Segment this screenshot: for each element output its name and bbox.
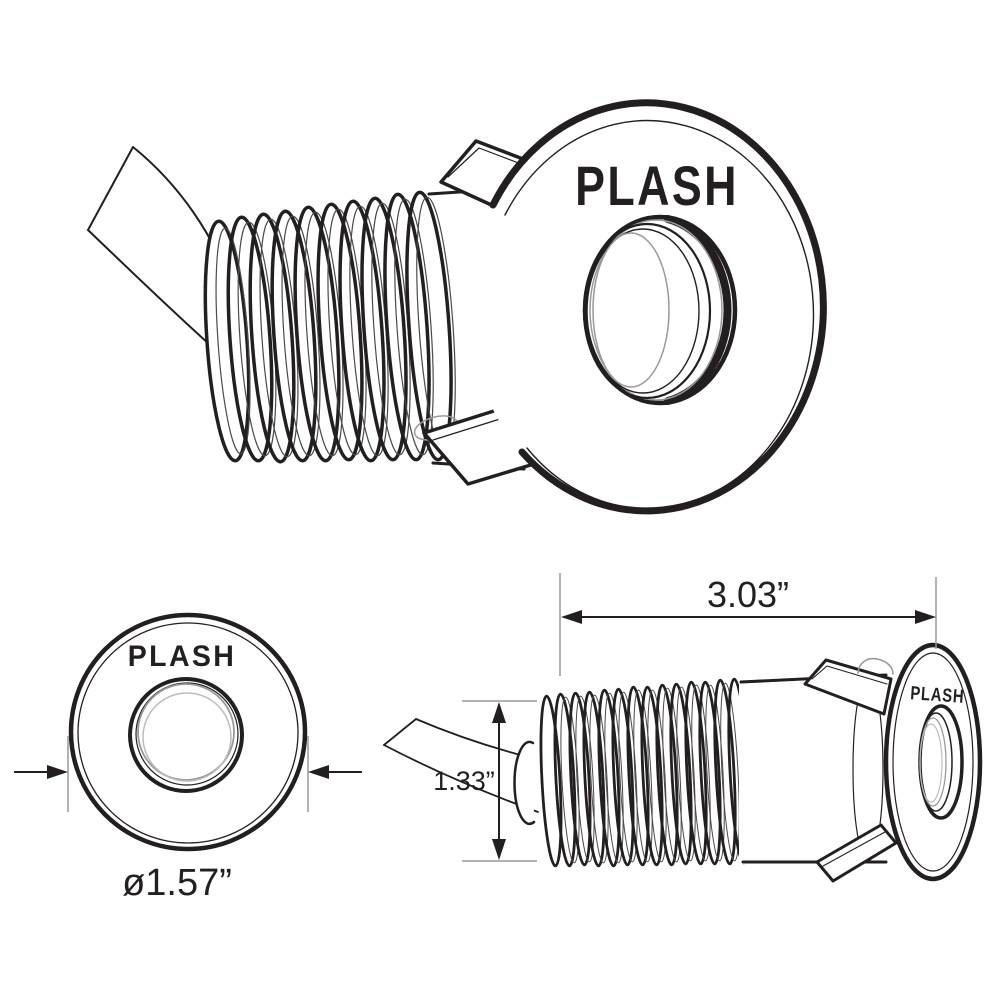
diameter-dimension bbox=[14, 736, 362, 812]
thread-ridge bbox=[270, 209, 318, 463]
mounting-clip-bottom-fold bbox=[432, 418, 501, 441]
thread-ridges-side bbox=[539, 677, 751, 868]
arrowhead-right-icon bbox=[47, 765, 68, 779]
wire-loop bbox=[857, 657, 894, 675]
barrel-end-cap-inner bbox=[215, 227, 251, 455]
thread-ridge bbox=[405, 190, 453, 462]
mounting-clip-top bbox=[803, 658, 893, 716]
thread-ridge bbox=[568, 691, 592, 867]
lens-inner-face bbox=[592, 232, 670, 388]
arrowhead-left-icon bbox=[561, 610, 582, 624]
thread-ridge bbox=[655, 683, 679, 867]
wire-top-edge bbox=[415, 718, 529, 758]
lens-ring bbox=[586, 228, 700, 394]
side-view: PLASH 3.03” 1.33” bbox=[383, 573, 983, 883]
thread-ridge bbox=[626, 685, 650, 867]
thread-ridge bbox=[582, 690, 606, 868]
wire-tip bbox=[383, 718, 417, 746]
thread-ridge bbox=[293, 205, 341, 463]
thread-ridge-highlight bbox=[662, 687, 682, 863]
wire-bottom-edge bbox=[87, 229, 220, 354]
thread-ridge-highlight bbox=[281, 215, 321, 457]
brand-logo-main: PLASH bbox=[575, 154, 739, 217]
thread-ridge bbox=[553, 692, 577, 868]
thread-ridges bbox=[226, 190, 456, 464]
thread-ridge-highlight bbox=[575, 695, 595, 863]
height-label: 1.33” bbox=[433, 766, 495, 796]
lens-ring bbox=[589, 219, 723, 401]
thread-ridge bbox=[669, 682, 693, 866]
arrowhead-left-icon bbox=[308, 765, 329, 779]
lens-ring bbox=[137, 683, 235, 781]
mounting-clip-bottom bbox=[815, 823, 898, 883]
thread-ridge-highlight bbox=[589, 694, 609, 864]
thread-ridge bbox=[338, 199, 386, 463]
wire-tip bbox=[87, 146, 134, 231]
thread-ridge bbox=[611, 687, 635, 867]
lens-inner-face bbox=[142, 692, 232, 782]
lens-ring bbox=[135, 682, 239, 786]
thread-ridge-highlight bbox=[394, 198, 434, 456]
thread-ridge-highlight bbox=[647, 689, 667, 863]
thread-ridge-highlight bbox=[560, 696, 580, 864]
thread-ridge-highlight bbox=[676, 686, 696, 862]
lens-inner-face bbox=[919, 723, 943, 803]
thread-ridge bbox=[226, 215, 274, 463]
thread-ridge-highlight bbox=[691, 684, 711, 862]
lens-outer-ring bbox=[128, 677, 244, 793]
face-plate-front-inner bbox=[77, 622, 299, 844]
face-plate-rim bbox=[489, 99, 827, 515]
brand-logo-side: PLASH bbox=[910, 682, 965, 707]
mounting-clip-top-fold bbox=[811, 665, 888, 685]
lens-ring bbox=[582, 222, 712, 400]
arrowhead-up-icon bbox=[492, 702, 506, 723]
thread-ridge bbox=[640, 685, 664, 867]
thread-ridge bbox=[383, 192, 431, 462]
height-dimension: 1.33” bbox=[433, 700, 537, 862]
cable-gland bbox=[513, 740, 536, 826]
thread-ridge-highlight bbox=[604, 692, 624, 864]
mounting-clip-bottom-fold bbox=[822, 831, 886, 867]
thread-ridge-highlight bbox=[720, 682, 740, 862]
thread-ridge bbox=[360, 196, 408, 462]
thread-ridge bbox=[316, 202, 364, 462]
thread-ridge-highlight bbox=[705, 684, 725, 862]
perspective-view: PLASH bbox=[87, 99, 827, 515]
lens-rim-thick-edge bbox=[664, 215, 732, 405]
thread-ridge bbox=[713, 678, 737, 866]
front-view: PLASH ø1.57” bbox=[14, 612, 362, 904]
arrowhead-right-icon bbox=[915, 610, 936, 624]
face-plate-side-inner bbox=[892, 652, 974, 872]
thread-ridge bbox=[684, 680, 708, 866]
face-plate-rim-inner bbox=[504, 119, 815, 510]
brand-logo-front: PLASH bbox=[128, 640, 236, 673]
mounting-clip-top-fold bbox=[447, 147, 530, 178]
arrowhead-down-icon bbox=[492, 839, 506, 860]
lens-front bbox=[128, 677, 244, 793]
thread-ridge-highlight bbox=[633, 689, 653, 863]
thread-ridge bbox=[597, 688, 621, 868]
thread-ridge-highlight bbox=[618, 691, 638, 863]
lens bbox=[582, 214, 738, 406]
lens-side bbox=[918, 704, 964, 820]
diameter-label: ø1.57” bbox=[122, 862, 232, 904]
length-label: 3.03” bbox=[707, 574, 789, 615]
length-dimension: 3.03” bbox=[559, 573, 937, 676]
barrel-body-side bbox=[739, 670, 892, 864]
mounting-clips-side bbox=[803, 657, 898, 883]
thread-ridge bbox=[698, 680, 722, 866]
thread-ridge bbox=[248, 212, 296, 464]
barrel-end-cap bbox=[203, 219, 251, 463]
